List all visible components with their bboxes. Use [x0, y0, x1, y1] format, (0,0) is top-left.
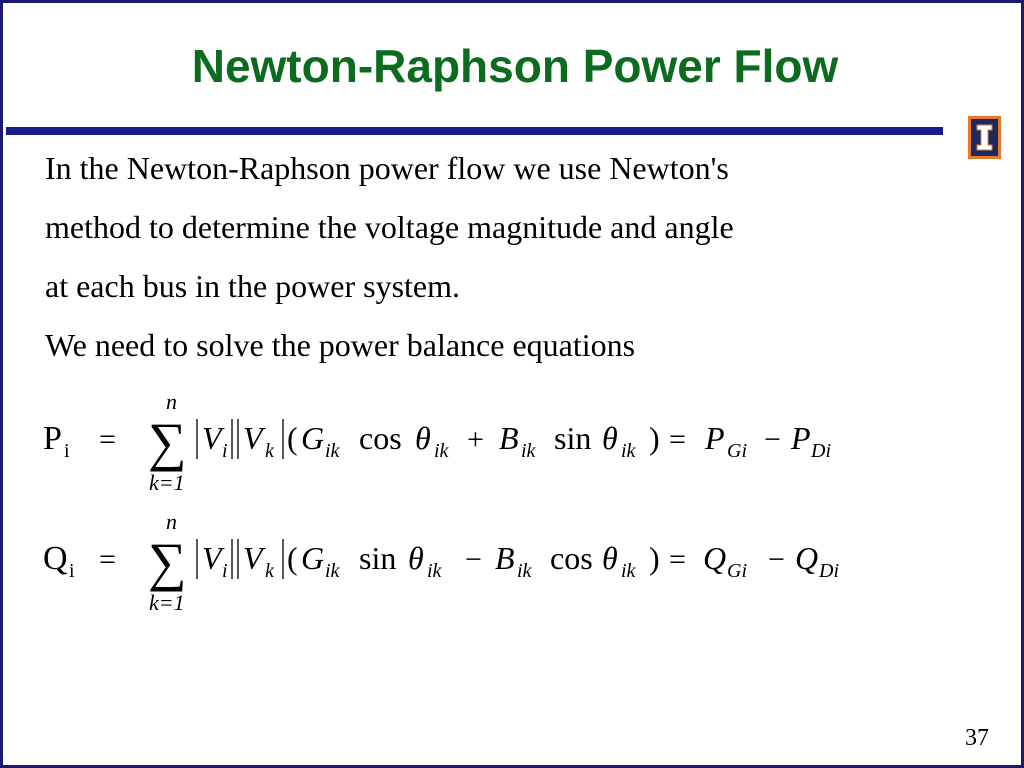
- eq-p-theta1: θ: [415, 420, 431, 456]
- eq-p-sigma-icon: ∑: [148, 412, 187, 472]
- eq-p-v2: V: [243, 420, 266, 456]
- paragraph-line-1: In the Newton-Raphson power flow we use …: [45, 150, 729, 186]
- eq-p-rhs1-sub: Gi: [727, 440, 747, 462]
- equation-q: Q i = n ∑ k=1 V i V k ( G ik sin θ ik − …: [43, 509, 839, 615]
- eq-p-op: +: [467, 423, 484, 456]
- eq-q-theta1: θ: [408, 540, 424, 576]
- eq-q-rhs1: Q: [703, 540, 726, 576]
- eq-p-trig2: sin: [554, 420, 591, 456]
- eq-q-sigma-icon: ∑: [148, 532, 187, 592]
- eq-p-lhs: P: [43, 420, 62, 457]
- eq-q-equals-2: =: [669, 543, 686, 576]
- eq-q-g: G: [301, 540, 324, 576]
- eq-q-b: B: [495, 540, 515, 576]
- eq-q-lhs-sub: i: [69, 560, 75, 582]
- eq-p-minus: −: [764, 423, 781, 456]
- eq-p-equals: =: [99, 423, 116, 456]
- eq-p-g: G: [301, 420, 324, 456]
- eq-q-v2: V: [243, 540, 266, 576]
- eq-q-sum-lower: k=1: [149, 590, 185, 615]
- eq-q-v2-sub: k: [265, 560, 275, 582]
- eq-q-rhs1-sub: Gi: [727, 560, 747, 582]
- eq-p-equals-2: =: [669, 423, 686, 456]
- eq-q-v1: V: [202, 540, 225, 576]
- eq-q-trig1: sin: [359, 540, 396, 576]
- slide-title: Newton-Raphson Power Flow: [191, 40, 839, 92]
- eq-q-theta2-sub: ik: [621, 560, 637, 582]
- page-number: 37: [965, 725, 989, 751]
- eq-q-lhs: Q: [43, 540, 68, 577]
- eq-p-sum-lower: k=1: [149, 470, 185, 495]
- eq-q-minus: −: [768, 543, 785, 576]
- eq-p-rhs2-sub: Di: [810, 440, 831, 462]
- eq-p-g-sub: ik: [325, 440, 341, 462]
- eq-p-b: B: [499, 420, 519, 456]
- eq-p-lhs-sub: i: [64, 440, 70, 462]
- equation-p: P i = n ∑ k=1 V i V k ( G ik cos θ ik + …: [43, 389, 831, 495]
- eq-q-g-sub: ik: [325, 560, 341, 582]
- eq-q-lparen: (: [287, 540, 298, 576]
- eq-p-sum-upper: n: [166, 389, 177, 414]
- paragraph-line-3: at each bus in the power system.: [45, 268, 460, 304]
- eq-p-theta1-sub: ik: [434, 440, 450, 462]
- eq-q-op: −: [465, 543, 482, 576]
- eq-p-theta2: θ: [602, 420, 618, 456]
- eq-q-rhs2-sub: Di: [818, 560, 839, 582]
- eq-q-theta1-sub: ik: [427, 560, 443, 582]
- paragraph-line-2: method to determine the voltage magnitud…: [45, 209, 734, 245]
- eq-p-v2-sub: k: [265, 440, 275, 462]
- eq-p-v1-sub: i: [222, 440, 228, 462]
- eq-q-equals: =: [99, 543, 116, 576]
- eq-p-lparen: (: [287, 420, 298, 456]
- eq-p-theta2-sub: ik: [621, 440, 637, 462]
- eq-q-b-sub: ik: [517, 560, 533, 582]
- eq-q-rparen: ): [649, 540, 660, 576]
- eq-q-sum-upper: n: [166, 509, 177, 534]
- eq-p-b-sub: ik: [521, 440, 537, 462]
- eq-p-rhs1: P: [704, 420, 725, 456]
- eq-q-rhs2: Q: [795, 540, 818, 576]
- eq-q-trig2: cos: [550, 540, 593, 576]
- eq-p-trig1: cos: [359, 420, 402, 456]
- eq-p-rparen: ): [649, 420, 660, 456]
- eq-q-v1-sub: i: [222, 560, 228, 582]
- title-divider: [6, 127, 943, 135]
- eq-p-v1: V: [202, 420, 225, 456]
- eq-p-rhs2: P: [790, 420, 811, 456]
- illinois-block-i-icon: [968, 116, 1001, 159]
- power-balance-equations: P i = n ∑ k=1 V i V k ( G ik cos θ ik + …: [43, 389, 839, 615]
- paragraph-line-4: We need to solve the power balance equat…: [45, 327, 636, 363]
- eq-q-theta2: θ: [602, 540, 618, 576]
